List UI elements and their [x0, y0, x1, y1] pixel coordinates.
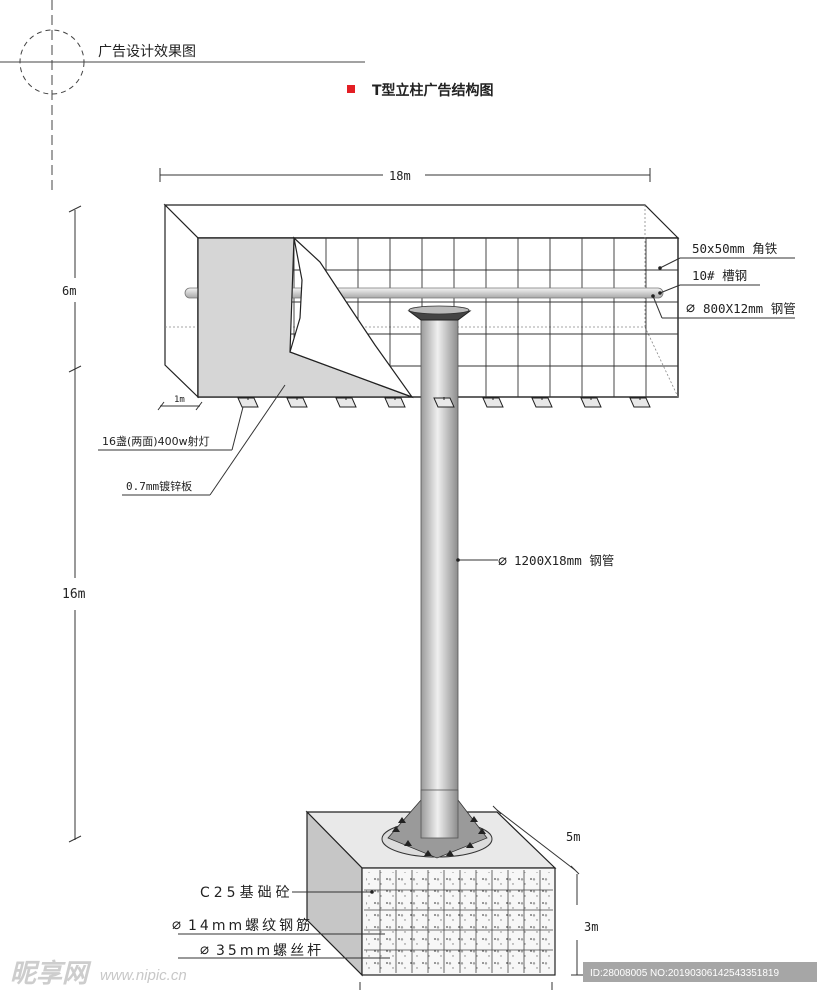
callout-pipe-800: 800X12mm 钢管: [703, 301, 796, 316]
title-bullet: [347, 85, 355, 93]
watermark: 昵享网 www.nipic.cn ID:28008005 NO:20190306…: [10, 958, 817, 988]
foundation: [305, 789, 557, 977]
watermark-brand: 昵享网: [10, 958, 92, 988]
dim-foundation-height: 3m: [584, 920, 598, 934]
diameter-symbol-icon: ∅: [498, 552, 507, 570]
spotlight-icon: [531, 397, 553, 408]
spotlight-icon: [237, 397, 259, 408]
header-crosshair: [0, 0, 365, 195]
main-pole: [420, 309, 459, 841]
watermark-id-bar: [583, 962, 817, 982]
callout-rebar: 14mm螺纹钢筋: [188, 917, 313, 934]
watermark-url: www.nipic.cn: [100, 967, 187, 984]
callout-angle-iron: 50x50mm 角铁: [692, 241, 778, 256]
spotlight-icon: [286, 397, 308, 408]
bottom-ticks: [359, 982, 553, 990]
dim-width-line: [159, 168, 651, 182]
callout-pipe-1200: 1200X18mm 钢管: [514, 553, 614, 568]
callout-concrete: C25基础砼: [200, 884, 294, 901]
pole-cap-top: [408, 305, 470, 315]
dim-column-height: 16m: [62, 587, 86, 602]
callout-spotlights: 16盏(两面)400w射灯: [102, 434, 210, 448]
sheet-curl: [289, 236, 414, 399]
dim-board-height: 6m: [62, 284, 76, 298]
design-title: 广告设计效果图: [98, 44, 196, 60]
left-leader-lines: [98, 384, 286, 496]
leader-dot: [456, 558, 460, 562]
billboard-top-face: [163, 204, 680, 239]
callout-channel-steel: 10# 槽钢: [692, 268, 747, 283]
pole-base-segment: [420, 789, 459, 839]
spotlight-icon: [580, 397, 602, 408]
leader-dot: [370, 890, 374, 894]
diameter-symbol-icon: ∅: [200, 941, 209, 959]
billboard-side-face: [164, 203, 199, 399]
dim-vertical-lines: [68, 205, 82, 843]
dim-width-label: 18m: [389, 169, 411, 183]
dim-foundation-width: 5m: [566, 830, 580, 844]
diameter-symbol-icon: ∅: [172, 916, 181, 934]
foundation-leader-lines: [178, 891, 390, 959]
spotlight-icon: [335, 397, 357, 408]
drawing-title: T型立柱广告结构图: [372, 82, 494, 99]
callout-anchor-bolt: 35mm螺丝杆: [216, 943, 324, 959]
anchor-bolts: [392, 816, 486, 856]
spotlight-icon: [433, 397, 455, 408]
spotlight-icon: [629, 397, 651, 408]
right-leader-lines: [652, 257, 795, 319]
dim-foundation: [492, 805, 583, 976]
diameter-symbol-icon: ∅: [686, 299, 695, 317]
leader-dot: [651, 294, 655, 298]
rebar-grid: [364, 870, 553, 973]
watermark-id: ID:28008005 NO:20190306142543351819: [590, 968, 779, 979]
spotlight-row: [237, 397, 651, 408]
callout-galvanized-sheet: 0.7mm镀锌板: [126, 479, 192, 493]
dim-depth: [157, 401, 203, 411]
leader-dot: [658, 266, 662, 270]
rebar-cage: [366, 872, 551, 971]
dim-depth-label: 1m: [174, 395, 185, 405]
leader-dot: [658, 291, 662, 295]
spotlight-icon: [482, 397, 504, 408]
spotlight-icon: [384, 397, 406, 408]
